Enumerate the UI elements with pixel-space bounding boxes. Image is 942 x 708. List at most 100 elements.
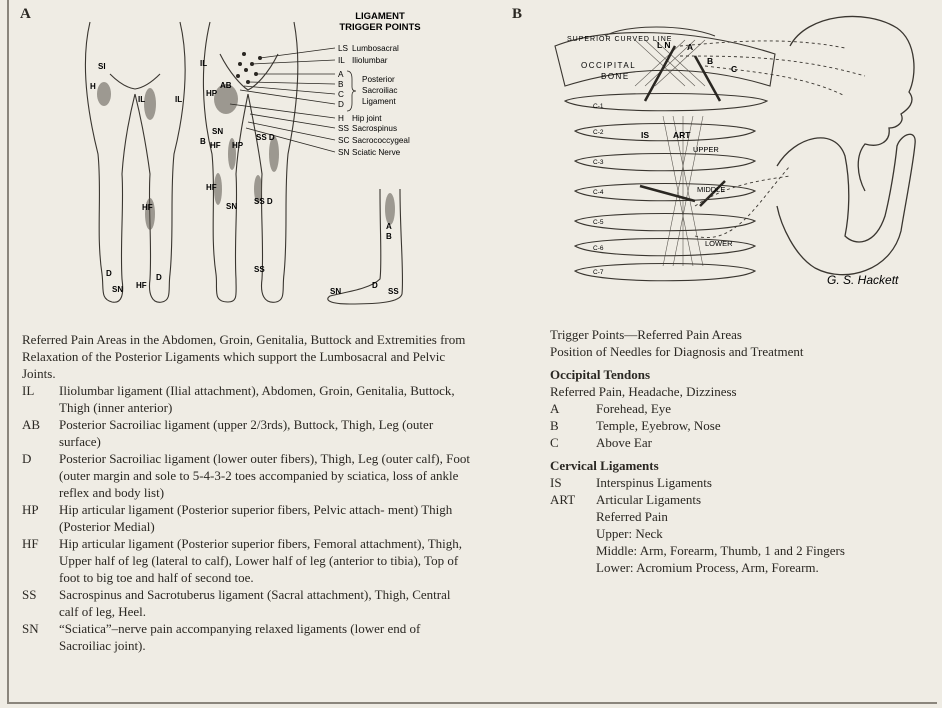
cervical-desc: Interspinus Ligaments	[596, 474, 712, 491]
legend-desc: Posterior Sacroiliac ligament (upper 2/3…	[59, 416, 472, 450]
tp-name-sc: Sacrococcygeal	[352, 136, 410, 145]
cervical-code: IS	[550, 474, 596, 491]
label-si: SI	[98, 62, 106, 71]
label-d-side: D	[372, 281, 378, 290]
label-hf: HF	[210, 141, 221, 150]
vertebrae-group	[565, 94, 767, 281]
tp-code-sc: SC	[338, 136, 349, 145]
upper-label: UPPER	[693, 145, 719, 154]
label-hp: HP	[206, 89, 218, 98]
occipital-item: A Forehead, Eye	[550, 400, 930, 417]
tp-code-b: B	[338, 80, 344, 89]
c1-label: C-1	[593, 103, 604, 110]
legend-code: HP	[22, 501, 59, 535]
panel-b-caption-line2: Position of Needles for Diagnosis and Tr…	[550, 343, 930, 360]
c7-label: C-7	[593, 269, 604, 276]
cervical-item: ART Articular Ligaments	[550, 491, 930, 508]
c3-label: C-3	[593, 159, 604, 166]
label-il-left: IL	[175, 95, 182, 104]
brace-label-2: Sacroiliac	[362, 86, 398, 95]
occipital-sub: Referred Pain, Headache, Dizziness	[550, 383, 930, 400]
legend-desc: “Sciatica”–nerve pain accompanying relax…	[59, 620, 472, 654]
occipital-desc: Above Ear	[596, 434, 652, 451]
referred-upper: Upper: Neck	[550, 525, 930, 542]
tp-code-c: C	[338, 90, 344, 99]
tp-code-d: D	[338, 100, 344, 109]
trigger-title-2: TRIGGER POINTS	[339, 22, 420, 33]
legend-code: D	[22, 450, 59, 501]
signature: G. S. Hackett	[827, 273, 899, 287]
occipital-item: B Temple, Eyebrow, Nose	[550, 417, 930, 434]
referred-lower: Lower: Acromium Process, Arm, Forearm.	[550, 559, 930, 576]
label-h: H	[90, 82, 96, 91]
tp-code-a: A	[338, 70, 344, 79]
panel-b-caption-line1: Trigger Points—Referred Pain Areas	[550, 326, 930, 343]
front-legs-outline	[85, 22, 135, 302]
tp-name-ss: Sacrospinus	[352, 124, 397, 133]
legend-row: SN “Sciatica”–nerve pain accompanying re…	[22, 620, 472, 654]
legend-code: IL	[22, 382, 59, 416]
bone-label: BONE	[601, 72, 630, 81]
a-label: A	[687, 42, 693, 52]
legend-row: D Posterior Sacroiliac ligament (lower o…	[22, 450, 472, 501]
cervical-desc: Articular Ligaments	[596, 491, 701, 508]
brace-label-1: Posterior	[362, 75, 395, 84]
legend-desc: Hip articular ligament (Posterior superi…	[59, 535, 472, 586]
middle-label: MIDDLE	[697, 185, 725, 194]
trigger-title-1: LIGAMENT	[355, 11, 405, 22]
legend-desc: Hip articular ligament (Posterior superi…	[59, 501, 472, 535]
c4-label: C-4	[593, 189, 604, 196]
b-label: B	[707, 56, 713, 66]
occipital-desc: Forehead, Eye	[596, 400, 671, 417]
lower-label: LOWER	[705, 239, 733, 248]
legend-desc: Iliolumbar ligament (Ilial attachment), …	[59, 382, 472, 416]
label-ss-d: SS D	[256, 133, 275, 142]
panel-b-letter: B	[512, 6, 522, 23]
panel-a-legend: IL Iliolumbar ligament (Ilial attachment…	[22, 382, 472, 654]
label-ab: AB	[220, 81, 232, 90]
brace-label-3: Ligament	[362, 97, 396, 106]
legend-row: HP Hip articular ligament (Posterior sup…	[22, 501, 472, 535]
label-b: B	[200, 137, 206, 146]
label-d-front: D	[106, 269, 112, 278]
tp-name-ls: Lumbosacral	[352, 44, 399, 53]
occipital-code: B	[550, 417, 596, 434]
legend-code: HF	[22, 535, 59, 586]
c6-label: C-6	[593, 245, 604, 252]
legend-code: AB	[22, 416, 59, 450]
occipital-heading: Occipital Tendons	[550, 366, 930, 383]
label-il-front: IL	[138, 95, 145, 104]
legend-code: SS	[22, 586, 59, 620]
label-sn-side: SN	[330, 287, 341, 296]
tp-code-il: IL	[338, 56, 345, 65]
tp-code-sn: SN	[338, 148, 349, 157]
tp-code-ls: LS	[338, 44, 349, 53]
label-hf-front: HF	[142, 203, 153, 212]
label-hp2: HP	[232, 141, 244, 150]
tp-code-ss: SS	[338, 124, 349, 133]
occipital-label: OCCIPITAL	[581, 61, 636, 70]
ln-label: L N	[657, 40, 671, 50]
legend-row: HF Hip articular ligament (Posterior sup…	[22, 535, 472, 586]
c5-label: C-5	[593, 219, 604, 226]
tp-name-h: Hip joint	[352, 114, 382, 123]
referred-pain-label: Referred Pain	[550, 508, 930, 525]
referred-middle: Middle: Arm, Forearm, Thumb, 1 and 2 Fin…	[550, 542, 930, 559]
is-label: IS	[641, 130, 649, 140]
c-label: C	[731, 64, 737, 74]
arm-outline	[777, 134, 915, 274]
legend-code: SN	[22, 620, 59, 654]
legend-row: AB Posterior Sacroiliac ligament (upper …	[22, 416, 472, 450]
label-il-back: IL	[200, 59, 207, 68]
occipital-item: C Above Ear	[550, 434, 930, 451]
label-a-side: A	[386, 222, 392, 231]
label-sn-front: SN	[112, 285, 123, 294]
panel-a-caption-block: Referred Pain Areas in the Abdomen, Groi…	[22, 331, 472, 654]
occipital-desc: Temple, Eyebrow, Nose	[596, 417, 721, 434]
panel-a-illustration: LIGAMENT TRIGGER POINTS LS Lumbosacral I…	[50, 4, 480, 309]
legend-desc: Sacrospinus and Sacrotuberus ligament (S…	[59, 586, 472, 620]
label-hf-foot: HF	[136, 281, 147, 290]
label-d-foot: D	[156, 273, 162, 282]
label-b-side: B	[386, 232, 392, 241]
legend-row: IL Iliolumbar ligament (Ilial attachment…	[22, 382, 472, 416]
